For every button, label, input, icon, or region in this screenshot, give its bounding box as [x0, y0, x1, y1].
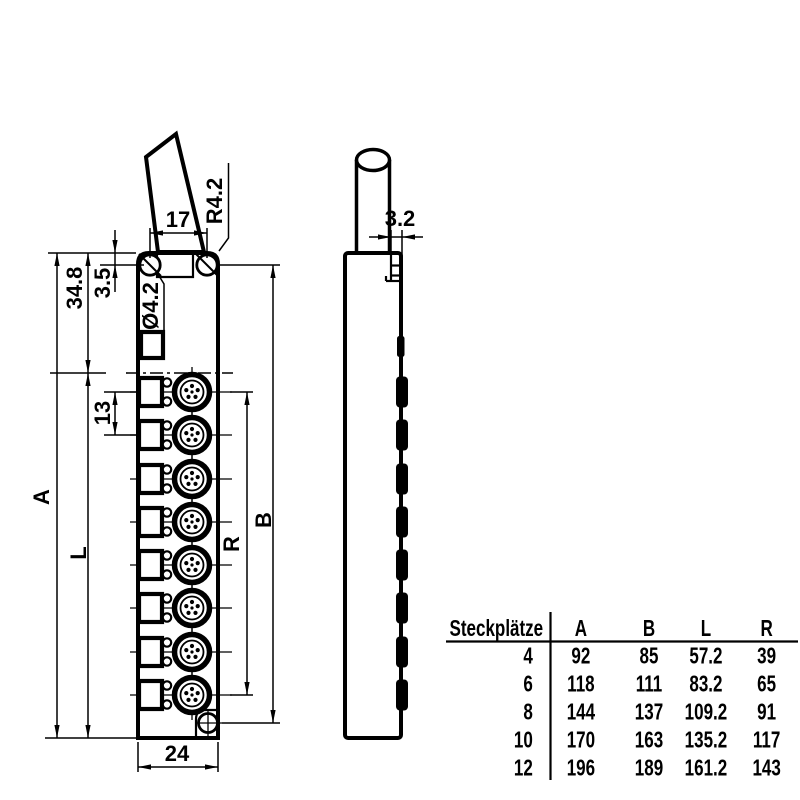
dim-corner-radius: R4.2 [202, 163, 230, 252]
cell-l: 57.2 [689, 644, 722, 669]
dim-label-34-8: 34.8 [62, 267, 87, 310]
dim-24: 24 [138, 741, 218, 770]
dim-label-r4-2: R4.2 [202, 178, 227, 224]
cell-b: 163 [635, 728, 663, 753]
table-row-10: 10 170 163 135.2 117 [514, 728, 780, 753]
cell-r: 65 [757, 672, 776, 697]
table-col-a: A [575, 617, 588, 642]
cell-l: 161.2 [685, 756, 728, 781]
dim-a: A [29, 253, 60, 738]
cell-b: 189 [635, 756, 663, 781]
table-col-l: L [701, 617, 711, 642]
mounting-hole-bottom [194, 708, 222, 737]
cell-slots: 4 [523, 644, 533, 669]
dim-label-a: A [29, 489, 54, 505]
table-row-header: Steckplätze [450, 617, 544, 642]
dim-label-r: R [219, 536, 244, 552]
dim-13: 13 [90, 392, 118, 435]
dim-hole-diameter: Ø4.2 [138, 270, 165, 332]
side-view [343, 147, 408, 740]
table-col-b: B [643, 617, 655, 642]
table-row-8: 8 144 137 109.2 91 [523, 700, 776, 725]
dim-label-b: B [251, 512, 276, 528]
cell-a: 118 [567, 672, 594, 697]
table-row-12: 12 196 189 161.2 143 [514, 756, 781, 781]
cell-slots: 6 [523, 672, 532, 697]
dim-label-hole-diameter: Ø4.2 [138, 282, 163, 330]
cell-r: 143 [752, 756, 780, 781]
status-led [138, 329, 166, 361]
cell-l: 83.2 [689, 672, 722, 697]
cell-a: 170 [567, 728, 595, 753]
cell-slots: 10 [514, 728, 533, 753]
dim-label-24: 24 [165, 741, 190, 766]
table-row-4: 4 92 85 57.2 39 [523, 644, 776, 669]
dim-label-17: 17 [166, 207, 190, 232]
cell-a: 144 [567, 700, 596, 725]
table-col-r: R [760, 617, 773, 642]
table-row-6: 6 118 111 83.2 65 [523, 672, 776, 697]
dim-17: 17 [150, 207, 207, 236]
cell-slots: 12 [514, 756, 533, 781]
dim-l: L [66, 373, 91, 738]
dim-label-3-5: 3.5 [90, 268, 115, 299]
cell-r: 117 [753, 728, 780, 753]
cell-b: 85 [640, 644, 659, 669]
cell-l: 135.2 [685, 728, 728, 753]
dim-3-2: 3.2 [369, 206, 423, 240]
cell-r: 39 [757, 644, 776, 669]
dim-label-l: L [66, 546, 91, 559]
dim-label-13: 13 [90, 401, 115, 425]
dim-3-5: 3.5 [90, 230, 118, 298]
dim-34-8: 34.8 [62, 253, 91, 738]
cell-slots: 8 [523, 700, 532, 725]
dim-label-3-2: 3.2 [385, 206, 416, 231]
dimension-table: Steckplätze A B L R 4 92 85 57.2 39 6 11… [446, 612, 798, 781]
cell-l: 109.2 [685, 700, 728, 725]
cell-a: 196 [567, 756, 595, 781]
dim-b: B [251, 265, 276, 723]
cell-b: 137 [635, 700, 663, 725]
side-mounting-tab [384, 253, 400, 283]
table-text: Steckplätze A B L R 4 92 85 57.2 39 6 11… [450, 617, 781, 782]
side-cable [354, 147, 392, 253]
dim-r: R [219, 392, 250, 695]
side-body [343, 251, 403, 740]
cell-r: 91 [757, 700, 776, 725]
side-port-bumps [396, 336, 408, 711]
cell-a: 92 [571, 644, 590, 669]
cell-b: 111 [636, 672, 663, 697]
